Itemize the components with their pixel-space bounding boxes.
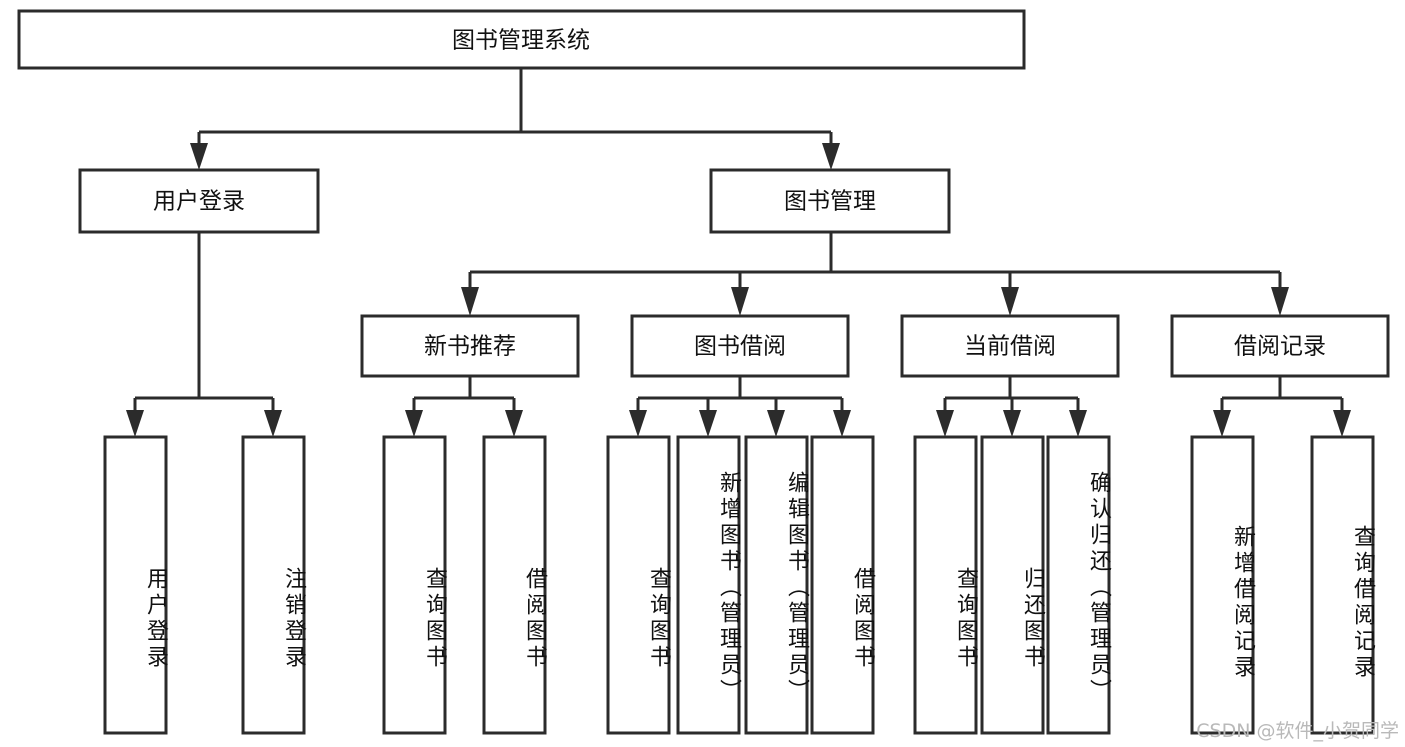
node-book-manage[interactable]: 图书管理 [709, 168, 951, 234]
node-leaf-borrow-book-2[interactable] [810, 435, 875, 735]
node-leaf-query-book-2[interactable] [606, 435, 671, 735]
connector-userlogin-to-leaves [126, 232, 282, 437]
connector-newbook-to-leaves [405, 376, 523, 437]
node-current-borrow-label: 当前借阅 [964, 334, 1056, 360]
node-leaf-query-book-3-label: 查询图书 [953, 567, 978, 671]
connector-bookmanage-to-level3 [461, 232, 1289, 316]
node-root-label: 图书管理系统 [452, 28, 590, 54]
node-leaf-borrow-book-1[interactable] [482, 435, 547, 735]
node-leaf-edit-book-label: 编辑图书（管理员） [784, 471, 809, 705]
node-leaf-add-record[interactable] [1190, 435, 1255, 735]
node-leaf-logout-login-label: 注销登录 [281, 567, 306, 671]
node-leaf-edit-book[interactable] [744, 435, 809, 735]
connector-root-to-level2 [190, 68, 840, 170]
node-leaf-query-book-2-label: 查询图书 [646, 567, 671, 671]
node-leaf-query-record-label: 查询借阅记录 [1350, 525, 1375, 681]
node-leaf-user-login-label: 用户登录 [143, 567, 168, 671]
node-leaf-query-book-3[interactable] [913, 435, 978, 735]
arrow-to-book-manage [822, 143, 840, 170]
node-leaf-query-record[interactable] [1310, 435, 1375, 735]
node-leaf-query-book-1-label: 查询图书 [422, 567, 447, 671]
connector-bookborrow-to-leaves [629, 376, 851, 437]
node-leaf-confirm-return-label: 确认归还（管理员） [1086, 471, 1111, 705]
node-leaf-return-book[interactable] [980, 435, 1045, 735]
arrow-to-user-login [190, 143, 208, 170]
node-book-borrow[interactable]: 图书借阅 [630, 314, 850, 378]
node-leaf-add-book[interactable] [676, 435, 741, 735]
node-new-book-recommend[interactable]: 新书推荐 [360, 314, 580, 378]
node-borrow-record[interactable]: 借阅记录 [1170, 314, 1390, 378]
node-book-manage-label: 图书管理 [784, 189, 876, 215]
node-borrow-record-label: 借阅记录 [1234, 334, 1326, 360]
node-user-login-label: 用户登录 [153, 189, 245, 215]
node-current-borrow[interactable]: 当前借阅 [900, 314, 1120, 378]
node-user-login[interactable]: 用户登录 [78, 168, 320, 234]
watermark: CSDN @软件_小贺同学 [1196, 720, 1399, 742]
connector-currentborrow-to-leaves [936, 376, 1087, 437]
node-leaf-user-login[interactable] [103, 435, 168, 735]
node-leaf-add-book-label: 新增图书（管理员） [716, 471, 741, 705]
node-leaf-confirm-return[interactable] [1046, 435, 1111, 735]
node-new-book-recommend-label: 新书推荐 [424, 334, 516, 360]
node-leaf-query-book-1[interactable] [382, 435, 447, 735]
node-leaf-logout-login[interactable] [241, 435, 306, 735]
connector-borrowrecord-to-leaves [1213, 376, 1351, 437]
node-book-borrow-label: 图书借阅 [694, 334, 786, 360]
node-root[interactable]: 图书管理系统 [17, 9, 1026, 70]
node-leaf-add-record-label: 新增借阅记录 [1230, 525, 1255, 681]
node-leaf-borrow-book-2-label: 借阅图书 [850, 567, 875, 671]
node-leaf-return-book-label: 归还图书 [1020, 567, 1045, 671]
node-leaf-borrow-book-1-label: 借阅图书 [522, 567, 547, 671]
